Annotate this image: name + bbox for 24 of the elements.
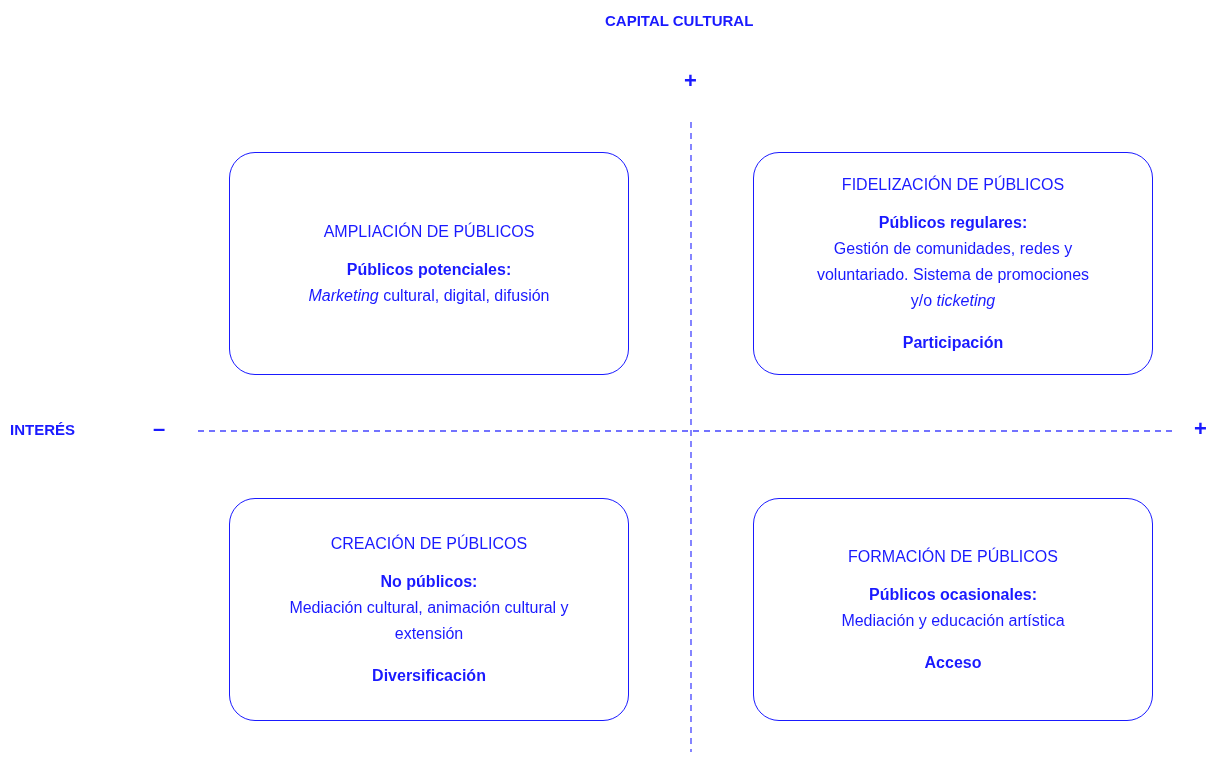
axis-title: INTERÉS (10, 421, 75, 438)
quadrant-box (753, 152, 1153, 375)
audience-type: Públicos ocasionales: (868, 584, 1038, 605)
audience-type: No públicos: (380, 571, 478, 592)
goal-text: Acceso (924, 652, 982, 673)
quadrant-heading: FIDELIZACIÓN DE PÚBLICOS (841, 174, 1065, 195)
strategy-text: Marketing cultural, digital, difusión (308, 285, 550, 306)
quadrant-box (229, 498, 629, 721)
audience-type: Públicos regulares: (878, 212, 1028, 233)
quadrant-heading: CREACIÓN DE PÚBLICOS (330, 533, 528, 554)
axis-title: CAPITAL CULTURAL (605, 12, 754, 29)
audience-type: Públicos potenciales: (346, 259, 512, 280)
quadrant-box (753, 498, 1153, 721)
strategy-text: Gestión de comunidades, redes y voluntariado. Sistema de promociones y/o ticketing (815, 238, 1091, 311)
quadrant-heading: AMPLIACIÓN DE PÚBLICOS (323, 221, 535, 242)
goal-text: Participación (902, 332, 1004, 353)
goal-text: Diversificación (372, 665, 486, 686)
plus-sign: + (684, 68, 697, 94)
minus-sign: – (153, 416, 166, 442)
strategy-text: Mediación cultural, animación cultural y extensión (288, 597, 570, 644)
strategy-text: Mediación y educación artística (841, 610, 1065, 631)
quadrant-box (229, 152, 629, 375)
quadrant-heading: FORMACIÓN DE PÚBLICOS (848, 546, 1058, 567)
plus-sign: + (1194, 416, 1207, 442)
